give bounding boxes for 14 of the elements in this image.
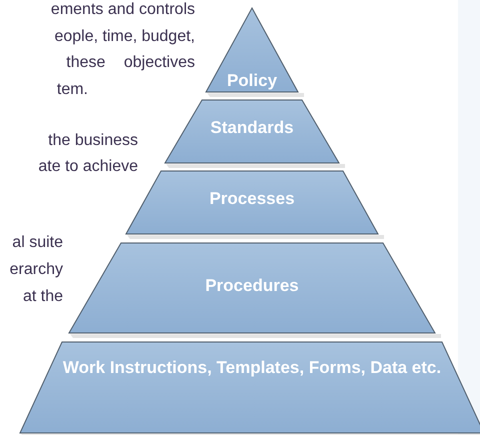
paragraph-text: the business (48, 131, 138, 151)
paragraph-text: at the (22, 287, 63, 307)
paragraph-text: these objectives (66, 53, 195, 73)
paragraph-text: al suite (12, 233, 63, 253)
tier-label: Policy (226, 70, 278, 92)
paragraph-text: ate to achieve (38, 157, 138, 177)
paragraph-text: ements and controls (50, 0, 195, 20)
paragraph-text: eople, time, budget, (54, 27, 195, 47)
tier-label: Work Instructions, Templates, Forms, Data etc. (62, 357, 442, 379)
tier-label: Processes (208, 188, 296, 210)
tier-label: Standards (209, 117, 295, 139)
paragraph-text: tem. (56, 80, 88, 100)
paragraph-text: erarchy (10, 260, 63, 280)
tier-label: Procedures (204, 275, 300, 297)
